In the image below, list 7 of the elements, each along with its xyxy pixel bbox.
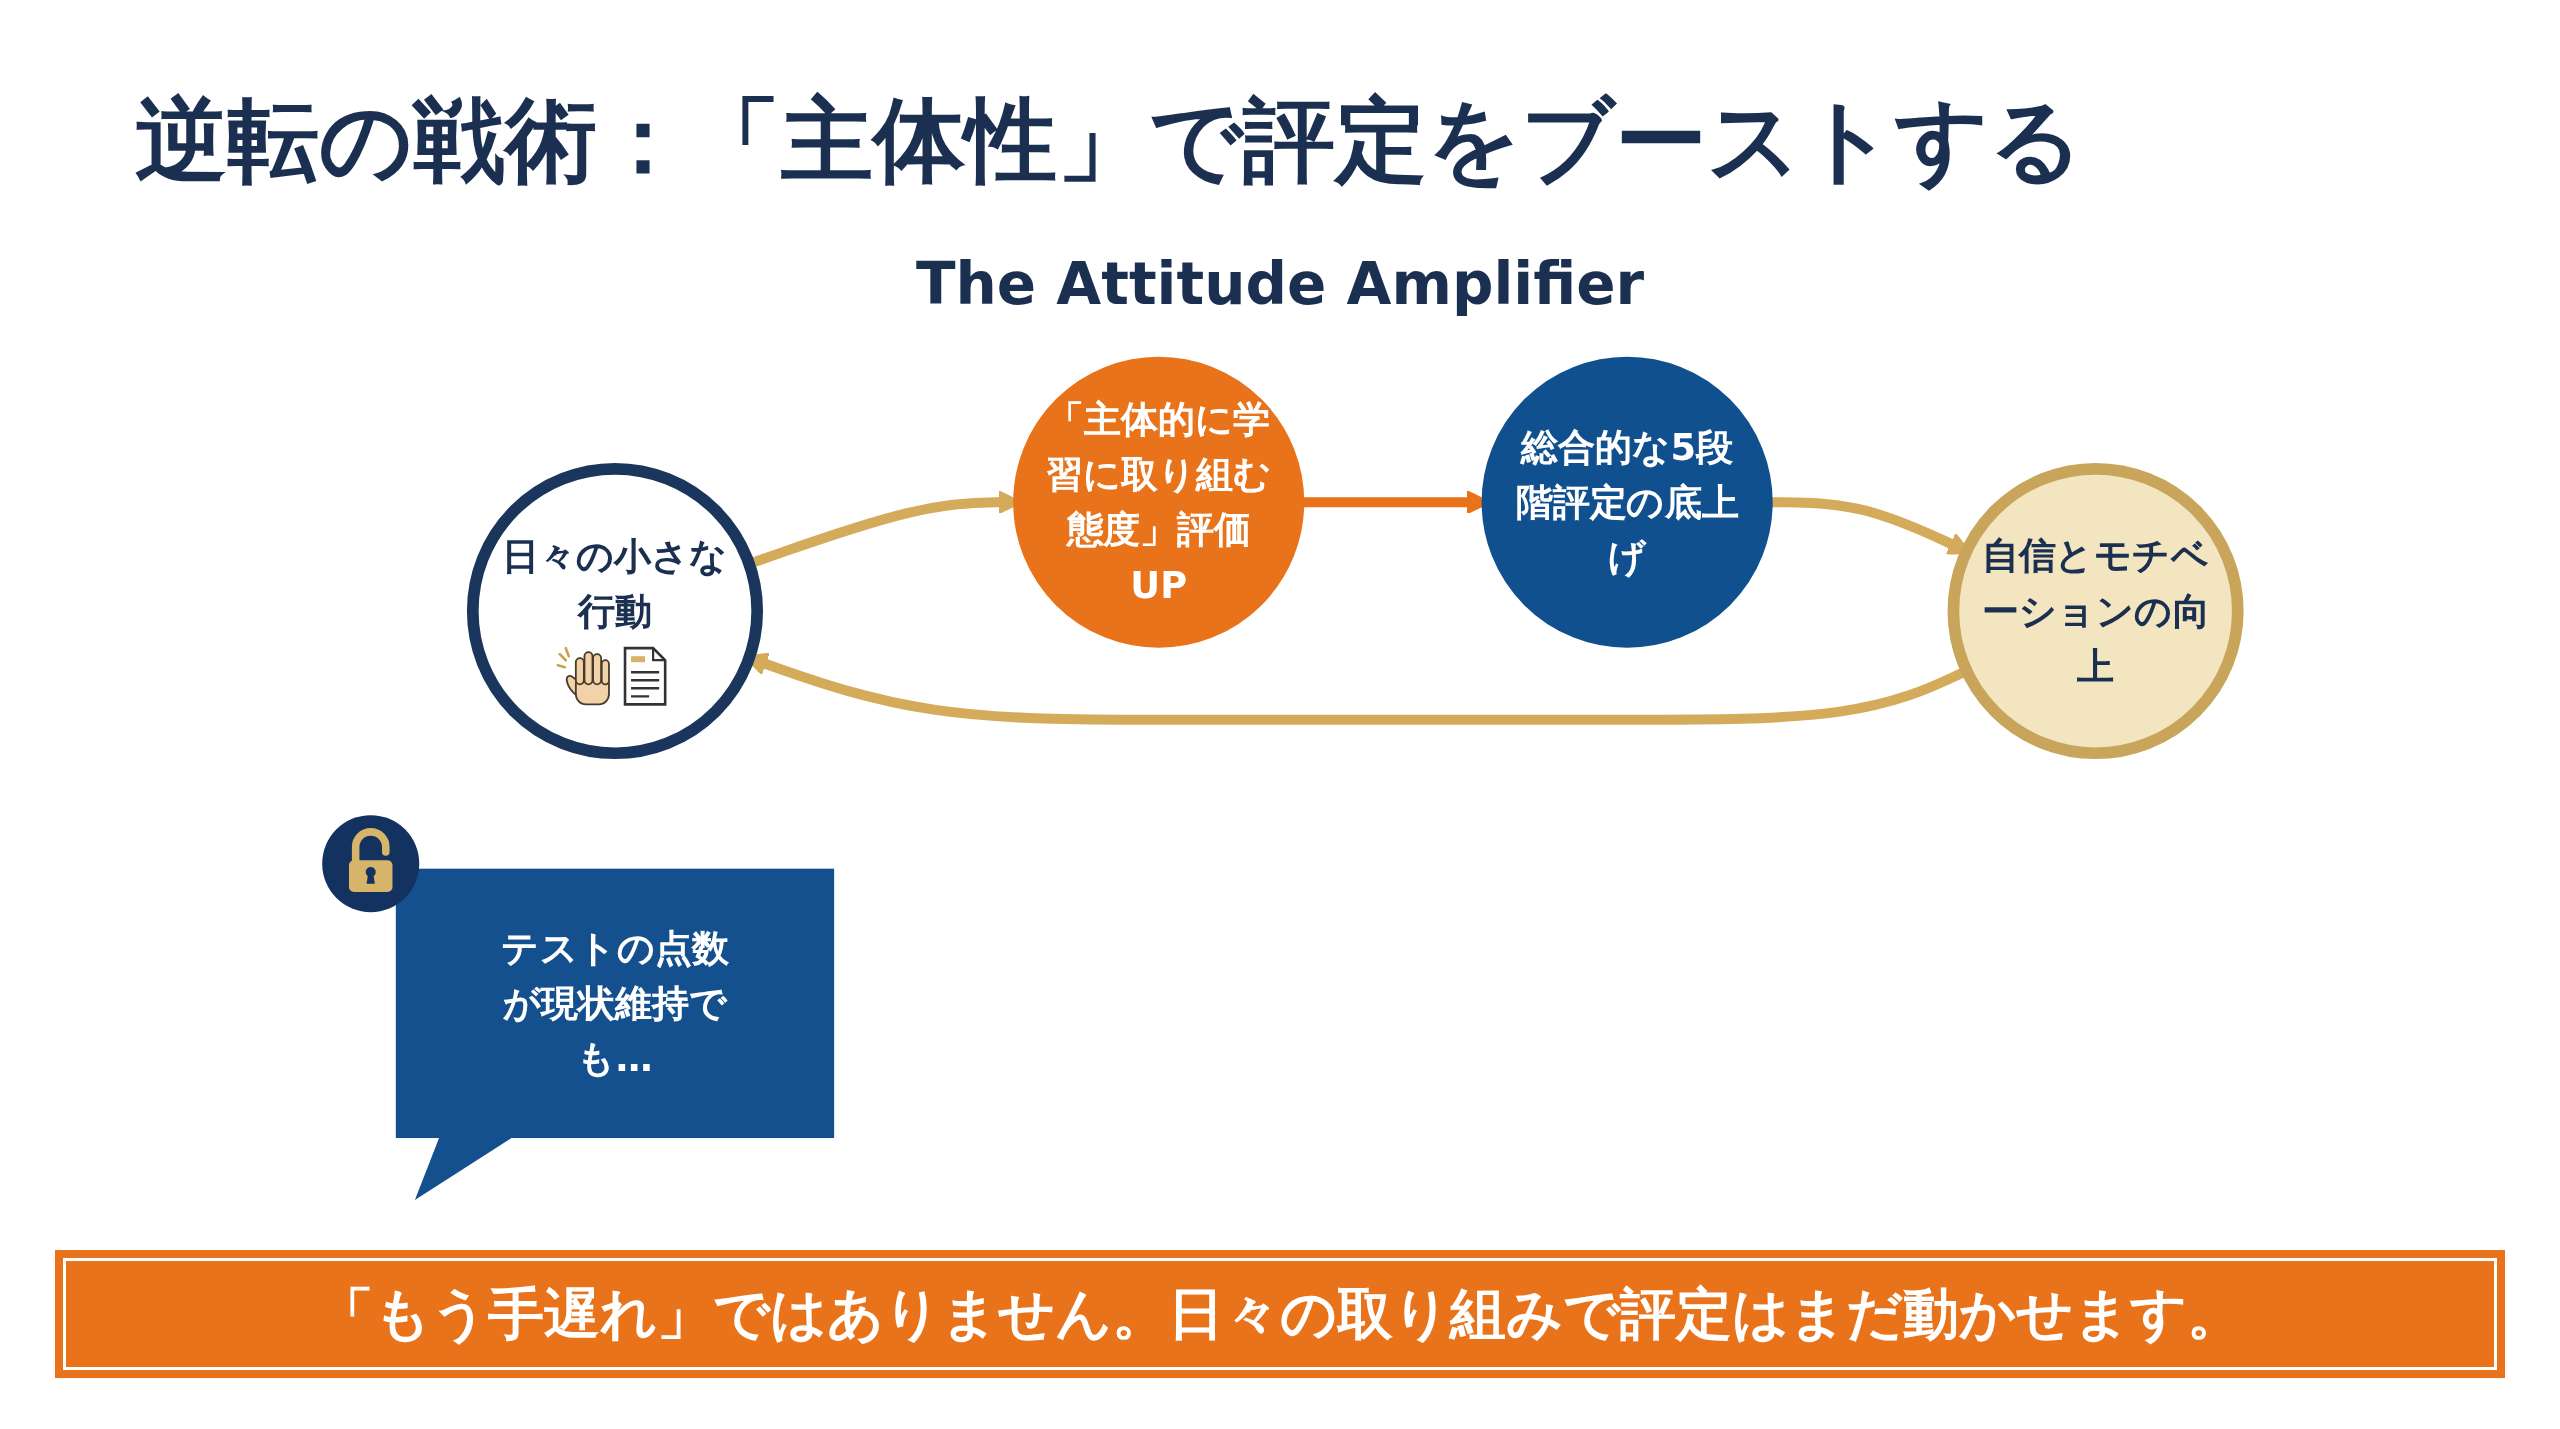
node-circle: 「主体的に学習に取り組む態度」評価UP bbox=[1013, 356, 1305, 648]
node-circle: 総合的な5段階評定の底上げ bbox=[1481, 356, 1773, 648]
node-circle: 自信とモチベーションの向上 bbox=[1947, 462, 2244, 760]
message-banner: 「もう手遅れ」ではありません。日々の取り組みで評定はまだ動かせます。 bbox=[55, 1250, 2505, 1378]
slide-title: 逆転の戦術：「主体性」で評定をブーストする bbox=[135, 88, 2083, 194]
node-circle: 日々の小さな行動 bbox=[466, 462, 764, 760]
cycle-heading: The Attitude Amplifier bbox=[915, 250, 1645, 318]
